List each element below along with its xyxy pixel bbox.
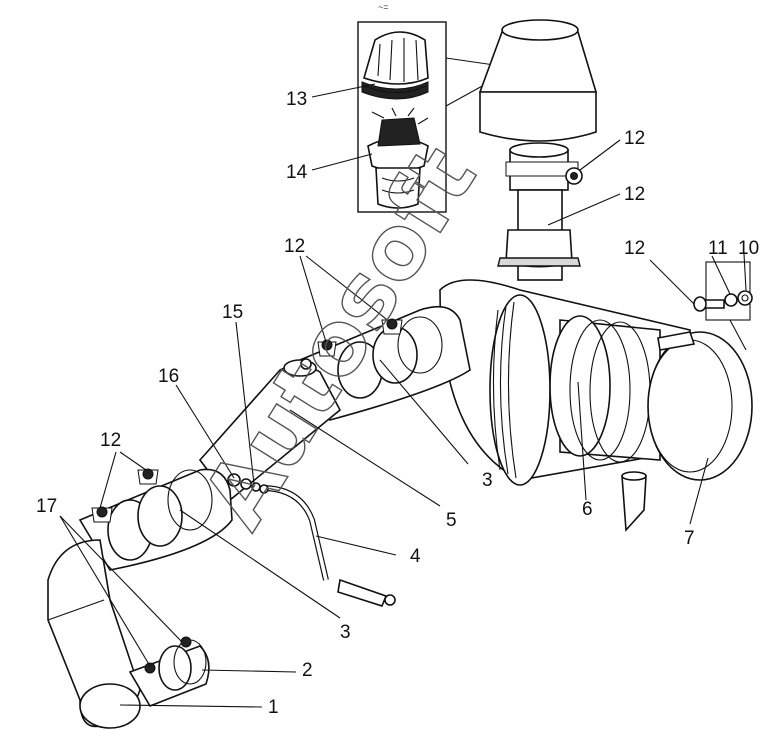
callout-14: 14	[286, 162, 308, 183]
callout-2: 2	[302, 660, 313, 681]
callout-9: 11	[708, 238, 728, 259]
callout-1: 1	[268, 697, 279, 718]
bottom-hose	[128, 639, 210, 707]
callout-7: 7	[684, 528, 695, 549]
callout-5: 5	[446, 510, 457, 531]
callout-12-top: 12	[624, 128, 645, 149]
clamp-lower-right	[137, 468, 159, 485]
air-cleaner-cover-bands	[549, 315, 661, 463]
dust-valve	[621, 471, 647, 532]
callout-4: 4	[410, 546, 421, 567]
clamp-upper-left	[317, 339, 337, 357]
elbow-pipe	[198, 358, 342, 502]
callout-12-mid: 12	[284, 236, 305, 257]
bottom-elbow	[47, 539, 141, 729]
callout-17: 17	[36, 496, 57, 517]
precleaner-cap-part	[361, 31, 429, 100]
top-mark: ~=	[378, 2, 389, 12]
callout-3-left: 3	[340, 622, 351, 643]
cover-ring	[647, 331, 753, 481]
small-tube	[261, 485, 396, 607]
callout-6: 6	[582, 499, 593, 520]
clamp-lower-left	[91, 506, 113, 523]
callout-3-right: 3	[482, 470, 493, 491]
precleaner-cap	[478, 19, 598, 142]
pipe-clamp-top	[505, 161, 583, 185]
callout-10: 12	[624, 238, 645, 259]
callout-12-low: 12	[100, 430, 121, 451]
callout-15: 15	[222, 302, 243, 323]
outlet-pipe-upper	[298, 305, 471, 421]
intake-pipe-lower	[78, 468, 233, 571]
fitting-connector	[227, 473, 269, 494]
callout-16: 16	[158, 366, 179, 387]
precleaner-impeller-part	[367, 107, 429, 209]
callout-13: 13	[286, 89, 307, 110]
callout-8: 10	[738, 238, 759, 259]
callout-11: 12	[624, 184, 645, 205]
clamp-bottom-left	[144, 662, 156, 674]
clamp-bottom-right	[180, 636, 192, 648]
leader-lines	[59, 83, 747, 708]
